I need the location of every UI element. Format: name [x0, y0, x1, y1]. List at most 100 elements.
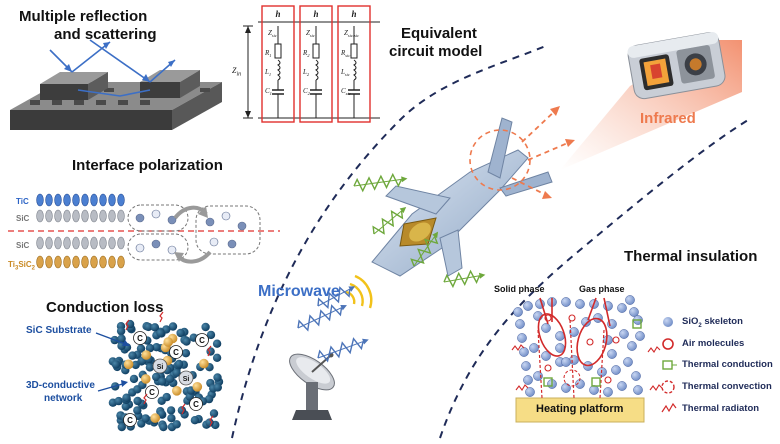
network-label-line1: 3D-conductive	[26, 380, 95, 391]
right-divider-curve	[439, 119, 749, 439]
wave-axis	[317, 288, 351, 307]
carbon-marker-icon	[123, 413, 137, 427]
legend-radiation-icon	[661, 402, 677, 413]
substrate-particle	[182, 337, 191, 346]
substrate-particle	[150, 323, 160, 332]
nanorod	[63, 255, 71, 269]
charge-dipole	[221, 211, 231, 221]
legend-dashed-ring-icon	[661, 380, 675, 394]
carbon-marker-label: C	[173, 348, 179, 357]
circuit-cell-frame	[261, 5, 295, 123]
substrate-particle	[190, 416, 200, 425]
nanorod	[81, 193, 89, 207]
nanorod	[45, 193, 53, 207]
charge-dipole	[167, 215, 177, 225]
wave-axis	[443, 275, 480, 283]
wave	[317, 337, 369, 363]
nanorod	[36, 255, 44, 269]
substrate-particle	[133, 406, 142, 415]
current-spark-icon	[209, 415, 214, 427]
sio2-particle	[575, 299, 585, 309]
sio2-particle	[513, 307, 523, 317]
carbon-marker-icon	[133, 331, 147, 345]
layer-label-ti3sic2: Ti3SiC2	[8, 260, 35, 272]
carbon-marker-icon	[145, 385, 159, 399]
substrate-particle	[128, 351, 137, 360]
nanorod	[99, 236, 107, 250]
wave-axis	[297, 307, 342, 329]
nanorod	[90, 236, 98, 250]
silicon-marker-label: Si	[183, 376, 190, 383]
sio2-particle	[633, 385, 643, 395]
nanorod	[63, 193, 71, 207]
wave-arrowhead	[399, 207, 407, 214]
sio2-particle	[631, 371, 641, 381]
nanorod	[117, 236, 125, 250]
substrate-particle	[158, 377, 167, 386]
circuit-inductor-label: L2	[302, 68, 310, 77]
legend-sphere-icon	[663, 317, 673, 327]
circuit-resistor-label: R2	[302, 49, 310, 58]
circuit-cell-height-label: h	[275, 9, 280, 19]
nanorod	[54, 255, 62, 269]
charge-dipole	[135, 213, 145, 223]
charge-dipole	[151, 209, 161, 219]
circuit-capacitor-label: C1	[265, 87, 272, 96]
legend-item-ring: Air molecules	[682, 338, 745, 349]
circuit-impedance-label: Zsic/sic	[344, 29, 359, 38]
circuit-capacitor-label: Csic	[341, 87, 351, 96]
air-molecule	[586, 338, 594, 346]
wave-axis	[317, 341, 364, 359]
charge-dipole	[135, 243, 145, 253]
charge-dipole	[237, 221, 247, 231]
conductive-particle	[199, 358, 209, 369]
carbon-marker-label: C	[137, 334, 143, 343]
sio2-particle	[617, 303, 627, 313]
layer-label-sic-top: SiC	[16, 214, 30, 223]
interface-polarization-illustration	[8, 193, 280, 269]
sio2-particle	[569, 327, 579, 337]
substrate-particle	[145, 363, 155, 372]
current-spark-icon	[181, 403, 186, 415]
sio2-particle	[523, 301, 533, 311]
air-molecule	[568, 314, 576, 322]
nanorod	[72, 236, 80, 250]
charge-dipole	[209, 237, 219, 247]
substrate-particle	[174, 359, 184, 369]
wave-arrowhead	[348, 286, 356, 292]
silicon-marker-icon	[152, 358, 168, 374]
sio2-particle	[627, 341, 637, 351]
reflection-title-line2: and scattering	[54, 26, 157, 43]
carbon-marker-icon	[169, 345, 183, 359]
substrate-particle	[117, 334, 126, 343]
nanorod	[99, 193, 107, 207]
sio2-particle	[603, 387, 613, 397]
nanorod	[99, 209, 107, 223]
sio2-particle	[523, 375, 533, 385]
sio2-particle	[623, 357, 633, 367]
substrate-particle	[212, 339, 222, 348]
sio2-particle	[525, 387, 535, 397]
infrared-label: Infrared	[640, 110, 696, 127]
sio2-particle	[629, 307, 639, 317]
substrate-particle	[121, 402, 130, 411]
radiation-arrow	[515, 384, 529, 391]
wave-arrowhead	[401, 176, 408, 183]
sio2-particle	[533, 371, 543, 381]
nanorod	[81, 209, 89, 223]
wave	[353, 172, 408, 193]
conductive-particle	[150, 413, 160, 423]
circuit-inductor-icon	[315, 59, 319, 81]
network-label-line2: network	[44, 393, 83, 404]
conductive-particle	[172, 386, 182, 396]
conductive-particle	[141, 350, 152, 360]
sio2-particle	[515, 319, 525, 329]
wave	[443, 269, 486, 289]
wave-arrowhead	[340, 304, 347, 311]
nanorod	[117, 255, 125, 269]
charge-dipole	[227, 239, 237, 249]
carbon-marker-icon	[195, 333, 209, 347]
sio2-particle	[619, 329, 629, 339]
substrate-particle	[117, 422, 127, 432]
